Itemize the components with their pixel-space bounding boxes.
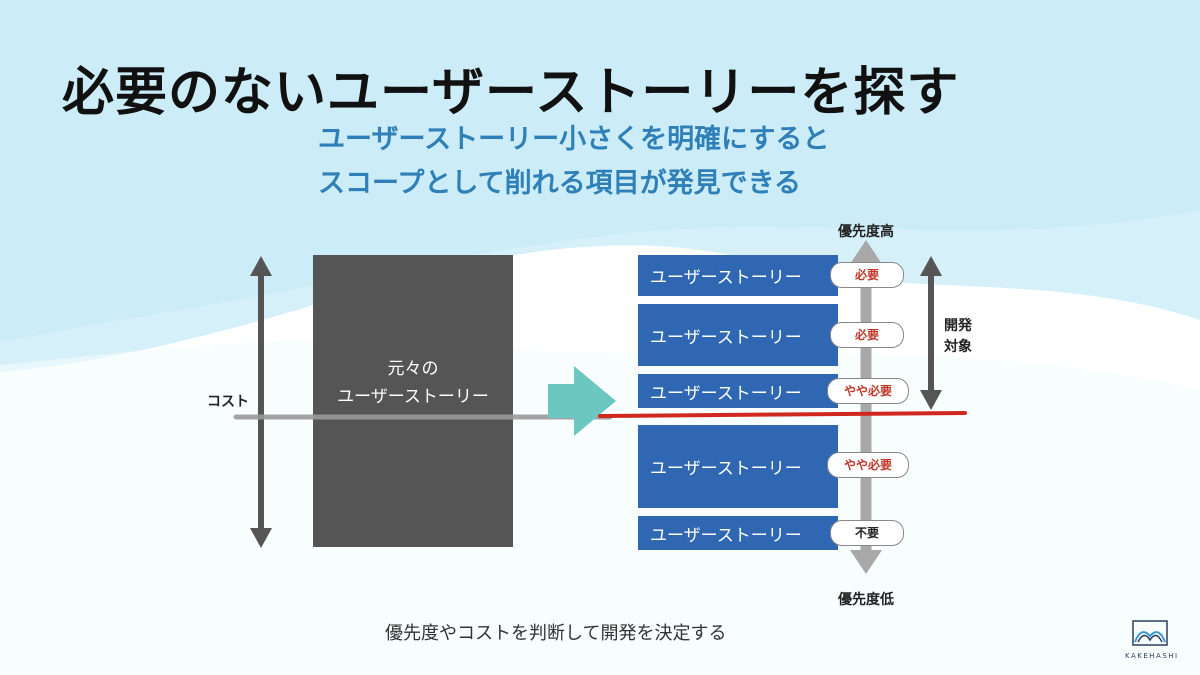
badge-somewhat-required: やや必要 — [827, 378, 909, 404]
story-label: ユーザーストーリー — [650, 459, 802, 479]
kakehashi-logo-icon — [1132, 620, 1168, 646]
badge-required: 必要 — [830, 322, 904, 348]
priority-low-label: 優先度低 — [838, 592, 894, 608]
footer-caption: 優先度やコストを判断して開発を決定する — [385, 623, 727, 644]
dev-target-line-2: 対象 — [944, 339, 972, 355]
original-story-box — [313, 255, 513, 547]
slide-subtitle: ユーザーストーリー小さくを明確にすると スコープとして削れる項目が発見できる — [318, 118, 829, 206]
story-box-1: ユーザーストーリー — [638, 255, 838, 297]
story-label: ユーザーストーリー — [650, 383, 802, 404]
badge-required: 必要 — [830, 262, 904, 288]
subtitle-line-1: ユーザーストーリー小さくを明確にすると — [318, 124, 830, 155]
priority-high-label: 優先度高 — [838, 224, 894, 240]
story-label: ユーザーストーリー — [650, 525, 802, 546]
story-label: ユーザーストーリー — [650, 268, 802, 288]
story-box-4: ユーザーストーリー — [638, 425, 838, 509]
original-label-line-2: ユーザーストーリー — [337, 387, 489, 407]
slide-title: 必要のないユーザーストーリーを探す — [62, 63, 960, 123]
story-label: ユーザーストーリー — [650, 327, 802, 348]
kakehashi-logo: KAKEHASHI — [1125, 620, 1179, 660]
cost-label: コスト — [207, 394, 249, 410]
dev-target-label: 開発 対象 — [944, 316, 972, 358]
story-box-2: ユーザーストーリー — [638, 304, 838, 367]
original-label-line-1: 元々の — [387, 359, 439, 379]
dev-target-line-1: 開発 — [944, 318, 972, 334]
badge-not-required: 不要 — [830, 520, 904, 546]
story-box-5: ユーザーストーリー — [638, 516, 838, 551]
badge-somewhat-required: やや必要 — [827, 452, 909, 478]
subtitle-line-2: スコープとして削れる項目が発見できる — [318, 168, 802, 199]
original-story-label: 元々の ユーザーストーリー — [313, 355, 513, 411]
story-box-3: ユーザーストーリー — [638, 374, 838, 409]
logo-text: KAKEHASHI — [1125, 652, 1179, 660]
